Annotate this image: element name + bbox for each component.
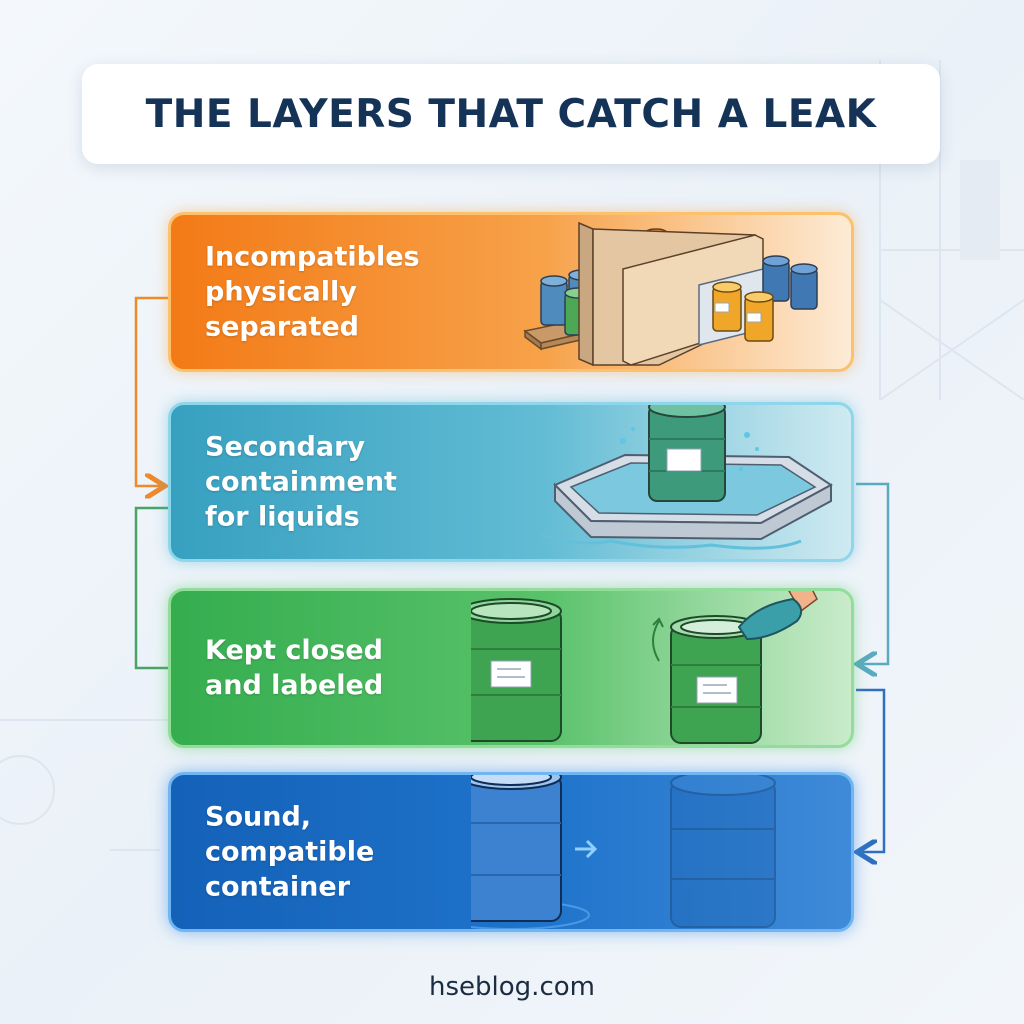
containment-illustration — [540, 405, 833, 550]
layer-3-label: Kept closed and labeled — [205, 635, 384, 701]
closed-drums-illustration — [471, 591, 818, 744]
page-title: THE LAYERS THAT CATCH A LEAK — [145, 91, 877, 137]
sealed-drum-icon — [648, 405, 726, 502]
layer-closed-labeled: Kept closed and labeled — [168, 588, 854, 748]
connector-3-4 — [856, 688, 886, 852]
layer-1-label: Incompatibles physically separated — [205, 241, 420, 343]
separation-wall-icon — [578, 221, 772, 367]
layer-2-label: Secondary containment for liquids — [205, 431, 397, 533]
layer-sound-container: Sound, compatible container — [168, 772, 854, 932]
layer-incompatibles-separated: Incompatibles physically separated — [168, 212, 854, 372]
layer-4-label: Sound, compatible container — [205, 801, 375, 903]
drum-icon — [471, 775, 562, 922]
footer-site: hseblog.com — [429, 972, 595, 1002]
drum-icon — [471, 598, 562, 742]
layer-secondary-containment: Secondary containment for liquids — [168, 402, 854, 562]
gloved-hand-icon — [737, 591, 818, 641]
separation-illustration — [523, 221, 818, 367]
title-card: THE LAYERS THAT CATCH A LEAK — [82, 64, 940, 164]
drum-icon — [670, 615, 762, 744]
connector-2-3-right — [856, 482, 890, 664]
drum-icon — [670, 775, 776, 928]
connector-2-3 — [134, 506, 168, 670]
connector-1-2 — [134, 296, 168, 486]
sound-container-illustration — [471, 775, 776, 929]
